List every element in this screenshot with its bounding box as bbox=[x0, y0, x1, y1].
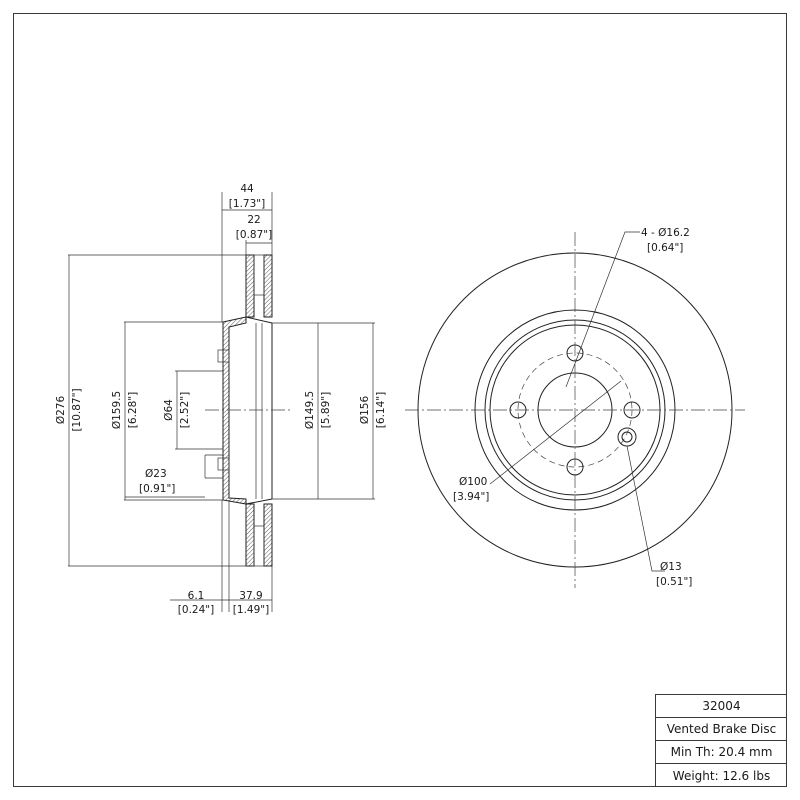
pilot-hole-mm: Ø23 bbox=[145, 468, 167, 480]
leader-bolt-circle bbox=[489, 380, 622, 485]
part-description: Vented Brake Disc bbox=[656, 718, 787, 741]
hat-transition-bottom bbox=[245, 498, 273, 505]
outer-plate-top-right bbox=[263, 254, 273, 318]
hat-thickness-in: [0.24"] bbox=[178, 604, 214, 616]
vane-bottom bbox=[253, 525, 265, 567]
hat-height-in: [1.49"] bbox=[233, 604, 269, 616]
hat-section bbox=[222, 316, 247, 505]
part-weight: Weight: 12.6 lbs bbox=[672, 768, 771, 783]
side-section-view bbox=[68, 192, 375, 612]
bore-recess-top bbox=[217, 349, 230, 363]
drawing-frame bbox=[13, 13, 787, 787]
center-bore-in: [2.52"] bbox=[179, 392, 191, 428]
small-hole-mm: Ø13 bbox=[660, 561, 682, 573]
pilot-hole-in: [0.91"] bbox=[139, 483, 175, 495]
bolt-hole-right bbox=[623, 401, 641, 419]
leader-bolt-holes bbox=[565, 231, 640, 388]
hub-face-in: [6.14"] bbox=[375, 392, 387, 428]
hat-diameter-mm: Ø159.5 bbox=[111, 391, 123, 429]
outer-diameter-mm: Ø276 bbox=[55, 396, 67, 425]
outer-plate-bottom-left bbox=[245, 503, 255, 567]
bolt-circle-mm: Ø100 bbox=[459, 476, 487, 488]
vane-top bbox=[253, 254, 265, 296]
vane-width-mm: 22 bbox=[247, 214, 260, 226]
hat-diameter-in: [6.28"] bbox=[127, 392, 139, 428]
center-bore-mm: Ø64 bbox=[163, 399, 175, 421]
bolt-holes-mm: 4 - Ø16.2 bbox=[641, 227, 690, 239]
title-block: 32004 Vented Brake Disc Min Th: 20.4 mm … bbox=[655, 694, 787, 787]
inner-face-in: [5.89"] bbox=[320, 392, 332, 428]
small-hole-in: [0.51"] bbox=[656, 576, 692, 588]
hub-face-mm: Ø156 bbox=[359, 396, 371, 425]
locating-hole-inner bbox=[621, 431, 633, 443]
part-number: 32004 bbox=[656, 695, 787, 718]
outer-plate-top-left bbox=[245, 254, 255, 318]
outer-diameter-in: [10.87"] bbox=[71, 388, 83, 431]
hat-height-mm: 37.9 bbox=[239, 590, 262, 602]
outer-plate-bottom-right bbox=[263, 503, 273, 567]
hat-transition-top bbox=[245, 316, 273, 324]
inner-face-mm: Ø149.5 bbox=[304, 391, 316, 429]
locating-hole bbox=[617, 427, 637, 447]
min-thickness: Min Th: 20.4 mm bbox=[656, 741, 787, 764]
hat-thickness-mm: 6.1 bbox=[188, 590, 205, 602]
bore-recess-bottom bbox=[217, 457, 230, 471]
front-view bbox=[405, 231, 745, 588]
leader-small-hole bbox=[626, 445, 665, 572]
bolt-circle-in: [3.94"] bbox=[453, 491, 489, 503]
overall-width-in: [1.73"] bbox=[229, 198, 265, 210]
bolt-holes-in: [0.64"] bbox=[647, 242, 683, 254]
overall-width-mm: 44 bbox=[240, 183, 254, 195]
vane-width-in: [0.87"] bbox=[236, 229, 272, 241]
